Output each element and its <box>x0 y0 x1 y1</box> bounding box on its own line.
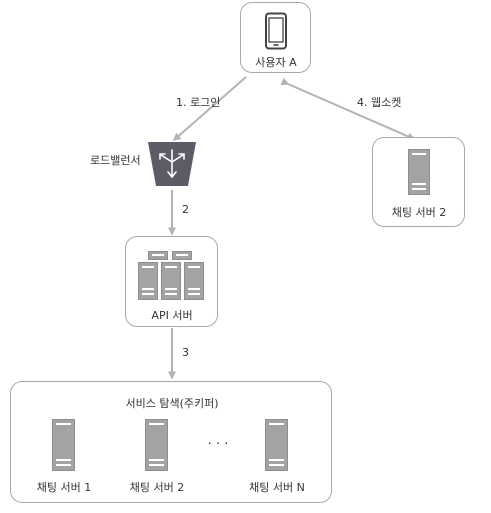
server-cluster-unit-1 <box>138 262 158 300</box>
server-cluster-top-right <box>172 251 192 260</box>
service-discovery-title: 서비스 탐색(주키퍼) <box>125 397 219 410</box>
api-server-label: API 서버 <box>151 309 193 322</box>
chat-server-n-label: 채팅 서버 N <box>249 481 305 494</box>
server-icon <box>408 149 430 195</box>
server-cluster-unit-2 <box>161 262 181 300</box>
websocket-arrow <box>280 77 416 141</box>
chat-server-2-node: 채팅 서버 2 <box>372 137 465 227</box>
server-icon <box>52 419 75 471</box>
load-balancer-icon <box>148 142 196 186</box>
ellipsis: · · · <box>207 437 229 452</box>
chat-server-1-label: 채팅 서버 1 <box>36 481 92 494</box>
user-a-label: 사용자 A <box>255 56 297 69</box>
server-icon <box>265 419 288 471</box>
server-icon <box>145 419 168 471</box>
server-cluster-icon <box>126 237 219 307</box>
chat-server-2-label: 채팅 서버 2 <box>391 206 447 219</box>
load-balancer-label: 로드밸런서 <box>90 154 141 167</box>
api-server-node: API 서버 <box>125 236 218 327</box>
login-edge-label: 1. 로그인 <box>176 96 221 109</box>
discovery-chat-server-2-label: 채팅 서버 2 <box>129 481 185 494</box>
server-cluster-unit-3 <box>184 262 204 300</box>
smartphone-icon <box>265 12 287 50</box>
websocket-edge-label: 4. 웹소켓 <box>357 96 402 109</box>
api-to-discovery-edge-label: 3 <box>182 346 189 359</box>
server-cluster-top-left <box>148 251 168 260</box>
lb-to-api-edge-label: 2 <box>182 203 189 216</box>
service-discovery-node: 서비스 탐색(주키퍼) 채팅 서버 1 채팅 서버 2 · · · 채팅 서버 … <box>10 381 332 503</box>
user-a-node: 사용자 A <box>240 2 311 73</box>
login-arrow <box>172 76 247 141</box>
